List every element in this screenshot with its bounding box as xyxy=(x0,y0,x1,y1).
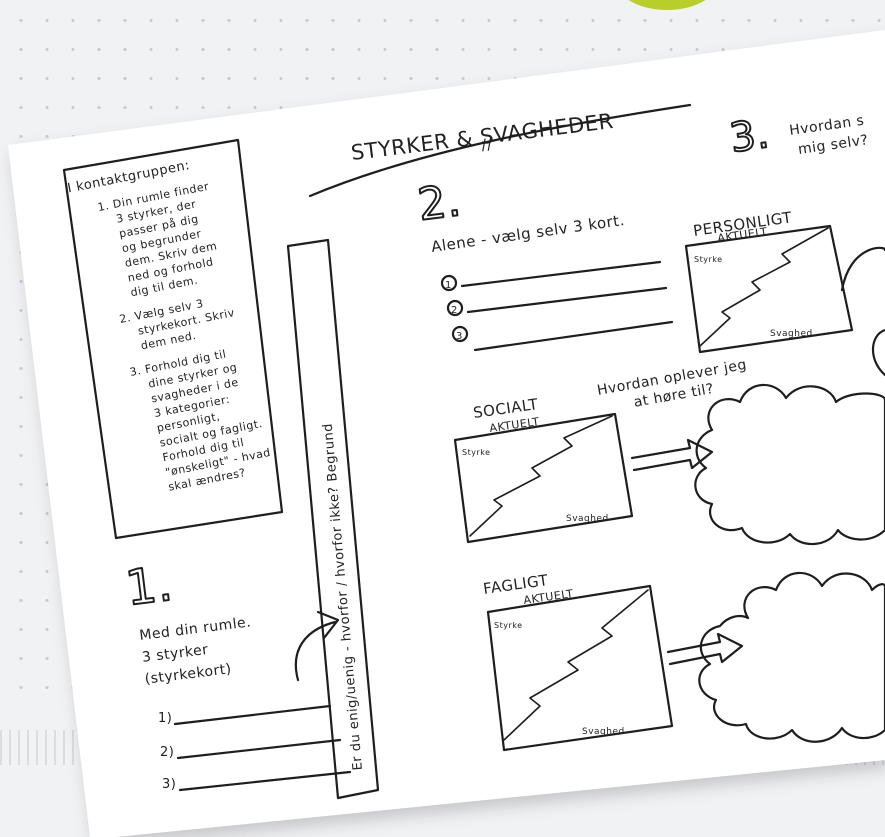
chart-top-label: Styrke xyxy=(494,621,523,630)
section1-blank-label: 3) xyxy=(162,777,176,792)
title-mark: // xyxy=(480,135,494,154)
section3-number: 3. xyxy=(727,111,772,162)
paper-sheet xyxy=(8,30,885,837)
section2-blank-line xyxy=(460,260,662,288)
cloud-shape xyxy=(698,571,885,743)
section2-blank-line xyxy=(473,320,674,352)
chart-box xyxy=(684,224,854,354)
section1-blank-line xyxy=(176,738,342,760)
section2-blank-number: 3 xyxy=(456,331,463,342)
cloud-shape xyxy=(694,383,885,546)
green-accent-shape xyxy=(612,0,722,10)
section2-number: 2. xyxy=(415,175,464,231)
chart-top-label: Styrke xyxy=(462,448,491,457)
zigzag-line xyxy=(503,589,649,741)
cloud-shape xyxy=(871,328,885,377)
chart-bottom-label: Svaghed xyxy=(566,514,609,524)
title-underline xyxy=(308,103,692,198)
chart-box xyxy=(486,584,674,752)
section2-blank-number: 2 xyxy=(451,305,458,316)
section2-blank-line xyxy=(466,286,668,314)
chart-box xyxy=(453,412,634,544)
section1-blank-line xyxy=(173,704,332,726)
arrow-socialt xyxy=(630,438,714,472)
arrow-fagligt xyxy=(666,632,744,666)
section1-blank-label: 2) xyxy=(160,745,174,760)
section1-number: 1. xyxy=(123,556,176,617)
zigzag-line xyxy=(469,415,613,537)
zigzag-line xyxy=(699,227,829,347)
instruction-box xyxy=(62,138,284,540)
section2-blank-number: 1 xyxy=(445,280,452,291)
section1-blank-line xyxy=(178,770,352,792)
chart-bottom-label: Svaghed xyxy=(770,329,813,339)
section1-blank-label: 1) xyxy=(158,711,172,726)
chart-bottom-label: Svaghed xyxy=(582,727,625,737)
chart-socialt: SOCIALT AKTUELT Styrke Svaghed xyxy=(453,395,634,544)
chart-top-label: Styrke xyxy=(694,255,723,264)
curved-arrow xyxy=(294,620,337,682)
arrow-personligt xyxy=(840,246,885,292)
